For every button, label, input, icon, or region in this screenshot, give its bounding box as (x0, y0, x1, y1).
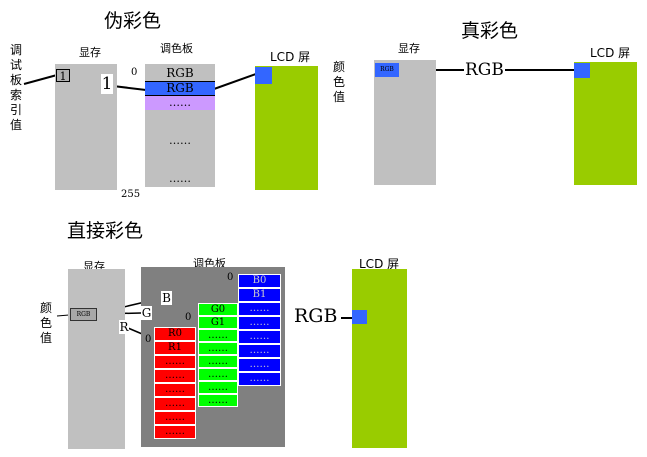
g-palette-entry: G0 (198, 303, 238, 316)
pseudo-memory-cell: 1 (56, 69, 70, 83)
direct-video-memory (68, 269, 125, 449)
palette-index-label: 调试板索引值 (10, 43, 23, 132)
b-palette-entry: …… (238, 330, 281, 344)
b-palette-entry: B1 (238, 288, 281, 302)
truecolor-memory-label: 显存 (398, 42, 420, 55)
g-palette-entry: …… (198, 355, 238, 368)
palette-entry-ellipsis: …… (169, 172, 191, 185)
palette-entry-highlighted: RGB (145, 81, 215, 96)
index-to-memory-line (23, 74, 58, 85)
g-palette-entry: …… (198, 394, 238, 407)
direct-output-label: RGB (294, 305, 338, 327)
pseudo-lcd-pixel (255, 67, 272, 84)
palette-entry-purple: …… (145, 96, 215, 110)
b-palette-entry: B0 (238, 274, 281, 288)
direct-wire-b-label: B (161, 291, 172, 305)
direct-value-to-memory-line (56, 314, 70, 317)
b-palette-entry: …… (238, 358, 281, 372)
truecolor-video-memory (374, 60, 436, 185)
direct-palette-label: 调色板 (193, 257, 226, 270)
r-palette-entry: …… (154, 425, 196, 439)
r-palette-entry: …… (154, 397, 196, 411)
g-palette-entry: …… (198, 342, 238, 355)
truecolor-memory-cell: RGB (375, 63, 399, 77)
r-palette-entry: …… (154, 383, 196, 397)
pseudo-memory-label: 显存 (79, 46, 101, 59)
r-palette-entry: R0 (154, 327, 196, 341)
b-palette-entry: …… (238, 372, 281, 386)
g-palette-entry: …… (198, 381, 238, 394)
direct-value-label: 颜色值 (40, 301, 53, 345)
pseudo-wire-label: 1 (101, 74, 113, 94)
truecolor-lcd-screen (574, 62, 637, 185)
pseudo-lcd-label: LCD 屏 (270, 50, 311, 64)
direct-lcd-pixel (352, 310, 367, 324)
g-palette-entry: …… (198, 368, 238, 381)
truecolor-wire-label: RGB (464, 60, 505, 80)
r-palette-entry: …… (154, 369, 196, 383)
direct-color-title: 直接彩色 (67, 220, 144, 242)
palette-index-start: 0 (131, 67, 138, 78)
g-palette-entry: …… (198, 329, 238, 342)
truecolor-lcd-pixel (574, 63, 590, 78)
direct-g-index-zero: 0 (185, 312, 192, 323)
direct-b-index-zero: 0 (227, 272, 234, 283)
direct-r-index-zero: 0 (145, 334, 152, 345)
b-palette-entry: …… (238, 344, 281, 358)
wire-label-to-palette-line (112, 85, 147, 91)
true-color-title: 真彩色 (461, 20, 519, 42)
pseudo-lcd-screen (255, 66, 318, 190)
pseudo-color-title: 伪彩色 (104, 10, 162, 32)
r-palette-entry: R1 (154, 341, 196, 355)
b-palette-entry: …… (238, 316, 281, 330)
palette-entry-0: RGB (166, 66, 194, 80)
direct-wire-g-label: G (141, 306, 152, 320)
r-palette-entry: …… (154, 411, 196, 425)
g-palette-entry: G1 (198, 316, 238, 329)
palette-entry-ellipsis: …… (169, 134, 191, 147)
palette-index-end: 255 (121, 189, 141, 200)
r-palette-entry: …… (154, 355, 196, 369)
palette-to-lcd-line (213, 73, 257, 90)
truecolor-lcd-label: LCD 屏 (590, 46, 631, 60)
truecolor-value-label: 颜色值 (333, 60, 346, 104)
direct-lcd-screen (352, 269, 407, 448)
pseudo-palette-label: 调色板 (160, 42, 193, 55)
b-palette-entry: …… (238, 302, 281, 316)
direct-wire-r-label: R (119, 320, 129, 334)
direct-memory-cell: RGB (70, 308, 97, 321)
direct-lcd-label: LCD 屏 (359, 257, 400, 271)
